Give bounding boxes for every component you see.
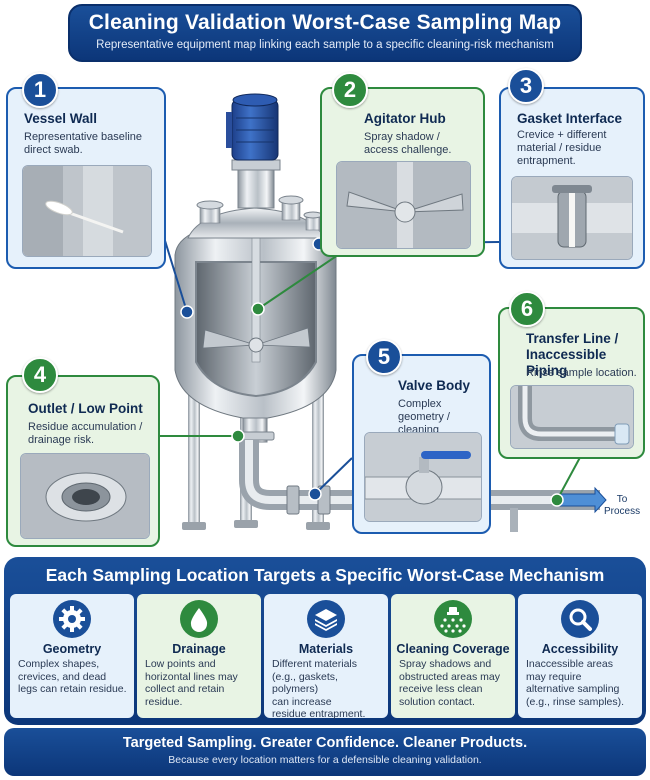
layers-icon — [307, 600, 345, 638]
location-description: Crevice + different material / residue e… — [517, 129, 607, 167]
valve-body-photo — [364, 432, 482, 522]
spray-nozzle-icon — [434, 600, 472, 638]
water-drop-icon — [180, 600, 218, 638]
location-description: Representative baseline direct swab. — [24, 131, 143, 156]
vessel-wall-swab-photo — [22, 165, 152, 257]
page-subtitle: Representative equipment map linking eac… — [96, 39, 554, 51]
location-title: Gasket Interface — [517, 111, 623, 126]
gear-icon — [53, 600, 91, 638]
agitator-blade-right — [255, 327, 311, 348]
mechanism-accessibility: Accessibility Inaccessible areas may req… — [518, 594, 642, 718]
equipment-illustration — [149, 93, 607, 532]
location-number-3: 3 — [508, 68, 544, 104]
location-title: Transfer Line / Inaccessible Piping — [526, 331, 619, 378]
location-title: Agitator Hub — [364, 111, 446, 126]
location-description: Residue accumulation / drainage risk. — [28, 421, 143, 446]
mechanism-materials: Materials Different materials (e.g., gas… — [264, 594, 388, 720]
mechanisms-title: Each Sampling Location Targets a Specifi… — [45, 565, 605, 585]
mechanism-drainage: Drainage Low points and horizontal lines… — [137, 594, 261, 718]
magnifier-icon — [561, 600, 599, 638]
mechanism-geometry: Geometry Complex shapes, crevices, and d… — [10, 594, 134, 718]
location-card-outlet-low-point: Outlet / Low Point Residue accumulation … — [6, 375, 160, 547]
transfer-line-photo — [510, 385, 634, 449]
footer-subtitle: Because every location matters for a def… — [168, 754, 482, 766]
agitator-blade-left — [202, 329, 257, 349]
mechanisms-section: Each Sampling Location Targets a Specifi… — [4, 557, 646, 725]
location-card-agitator-hub: Agitator Hub Spray shadow / access chall… — [320, 87, 485, 257]
location-number-5: 5 — [366, 339, 402, 375]
location-card-vessel-wall: Vessel Wall Representative baseline dire… — [6, 87, 166, 269]
vessel-leg-left — [188, 390, 200, 528]
footer-title: Targeted Sampling. Greater Confidence. C… — [122, 735, 528, 751]
location-description: Spray shadow / access challenge. — [364, 131, 452, 156]
page-header: Cleaning Validation Worst-Case Sampling … — [68, 4, 582, 62]
location-title: Outlet / Low Point — [28, 401, 143, 416]
location-title: Vessel Wall — [24, 111, 98, 126]
outlet-photo — [20, 453, 150, 539]
mechanism-cleaning-coverage: Cleaning Coverage Spray shadows and obst… — [391, 594, 515, 718]
flow-arrow — [559, 486, 607, 514]
flow-label: To Process — [604, 494, 641, 517]
location-number-2: 2 — [332, 72, 368, 108]
location-card-gasket-interface: Gasket Interface Crevice + different mat… — [499, 87, 645, 269]
location-number-4: 4 — [22, 357, 58, 393]
gasket-clamp-photo — [511, 176, 633, 260]
location-number-6: 6 — [509, 291, 545, 327]
page-footer: Targeted Sampling. Greater Confidence. C… — [4, 728, 646, 776]
location-title: Valve Body — [398, 378, 471, 393]
page-title: Cleaning Validation Worst-Case Sampling … — [88, 11, 562, 34]
location-card-transfer-line: Transfer Line / Inaccessible Piping Rins… — [498, 307, 645, 459]
location-card-valve-body: Valve Body Complex geometry / cleaning c… — [352, 354, 491, 534]
location-description: Rinse sample location. — [526, 367, 637, 379]
agitator-hub-photo — [336, 161, 471, 249]
location-number-1: 1 — [22, 72, 58, 108]
